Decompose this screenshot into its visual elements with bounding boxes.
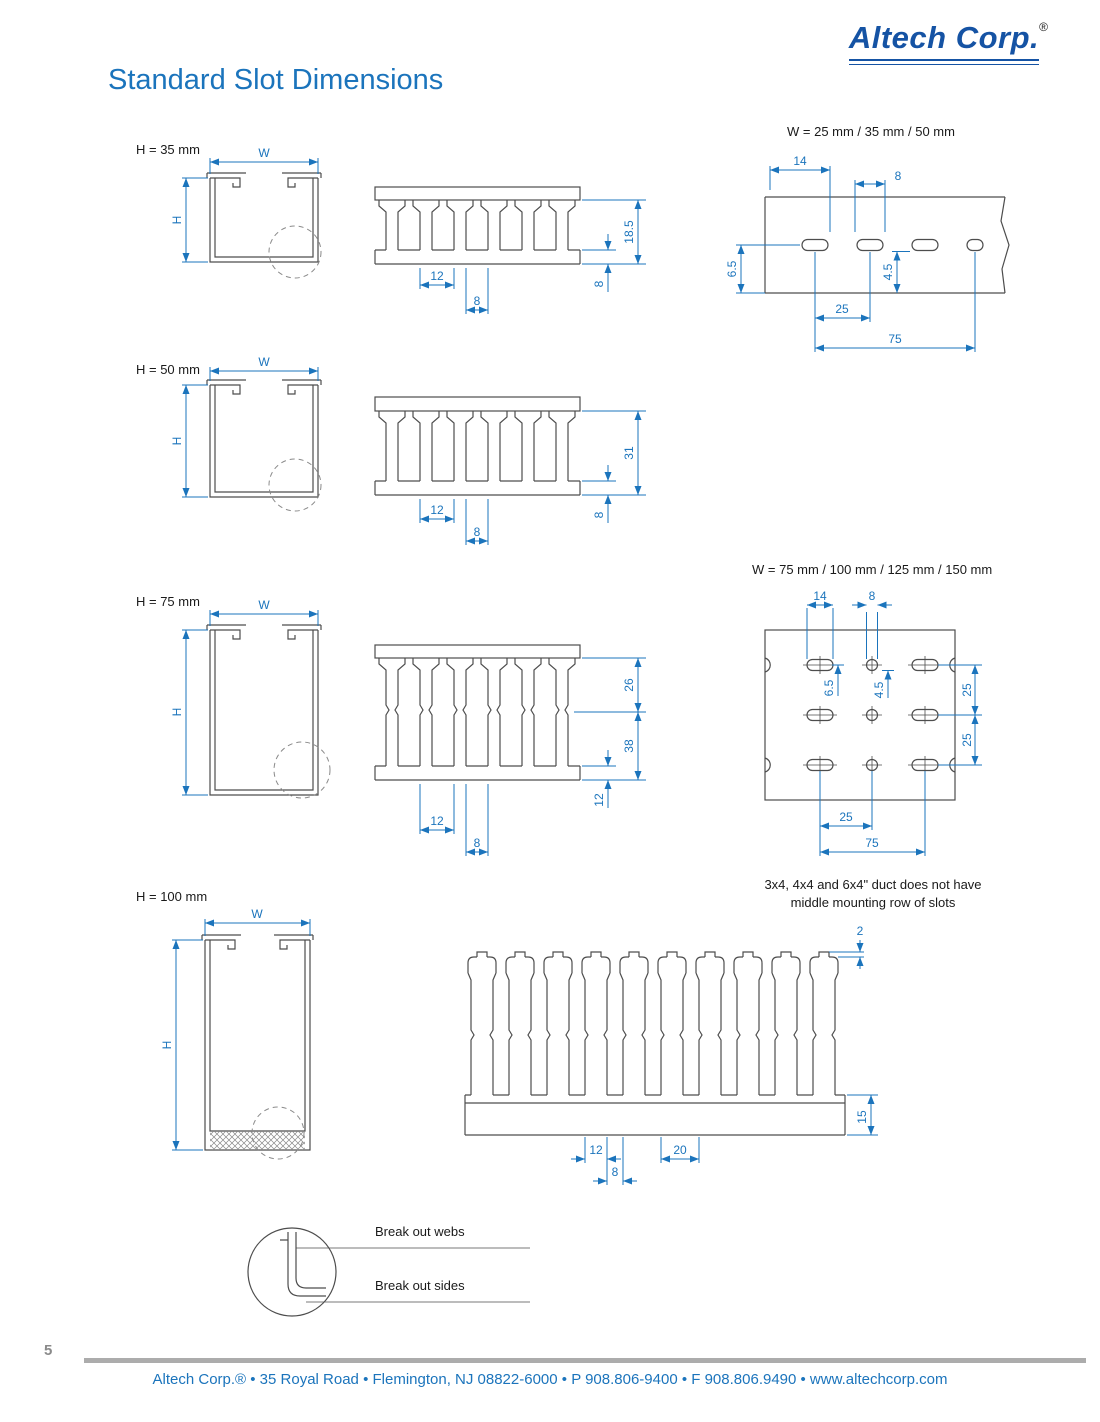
page-number: 5 bbox=[44, 1342, 53, 1359]
footer-divider bbox=[84, 1358, 1086, 1363]
dim-slot-width: 8 bbox=[474, 294, 481, 308]
svg-defs bbox=[0, 0, 1, 1]
diagram-h35: W H 18.5 8 12 8 bbox=[170, 146, 646, 314]
dim-slot-depth: 18.5 bbox=[622, 220, 636, 244]
dim-base-height: 8 bbox=[592, 511, 606, 518]
dim-slot-pitch: 12 bbox=[430, 269, 444, 283]
dim-base-height: 8 bbox=[592, 280, 606, 287]
dim-bottom-offset: 6.5 bbox=[725, 260, 739, 277]
dim-cap-lip: 2 bbox=[857, 924, 864, 938]
dim-upper-slot-depth: 26 bbox=[622, 678, 636, 692]
section-label-h35: H = 35 mm bbox=[136, 142, 200, 157]
dim-height-letter: H bbox=[170, 708, 184, 717]
section-label-h50: H = 50 mm bbox=[136, 362, 200, 377]
plate-note-line1: 3x4, 4x4 and 6x4" duct does not have bbox=[764, 877, 982, 892]
plate-note-line2: middle mounting row of slots bbox=[790, 895, 956, 910]
breakout-detail bbox=[247, 1227, 530, 1317]
diagram-mounting-rail: 14 8 6.5 4.5 25 75 bbox=[725, 154, 1010, 352]
breakout-webs-label: Break out webs bbox=[375, 1224, 465, 1239]
altech-logo-text: Altech Corp. bbox=[848, 20, 1040, 65]
dim-height-letter: H bbox=[170, 437, 184, 446]
dim-col-spacing: 25 bbox=[839, 810, 853, 824]
detail-circle bbox=[247, 1227, 337, 1317]
dim-width-letter: W bbox=[251, 907, 263, 921]
plate-dimensions: 14 8 6.5 4.5 25 25 25 75 bbox=[806, 589, 982, 856]
dim-slot-spacing: 25 bbox=[835, 302, 849, 316]
cross-section-h50: W H bbox=[170, 355, 322, 512]
dim-width-letter: W bbox=[258, 146, 270, 160]
diagram-h75: W H 26 38 12 12 8 bbox=[170, 598, 646, 856]
leader-lines bbox=[296, 1247, 530, 1303]
plate-note: 3x4, 4x4 and 6x4" duct does not have mid… bbox=[748, 876, 998, 912]
dim-offset-b: 4.5 bbox=[872, 681, 886, 698]
detail-circle bbox=[268, 458, 322, 512]
section-label-h75: H = 75 mm bbox=[136, 594, 200, 609]
dim-lower-slot-depth: 38 bbox=[622, 739, 636, 753]
front-view-h100: 2 15 12 8 20 bbox=[464, 924, 878, 1185]
hatched-base bbox=[210, 1131, 305, 1150]
detail-circle bbox=[273, 741, 331, 799]
dim-height-letter: H bbox=[160, 1041, 174, 1050]
side-view-h35: 18.5 8 12 8 bbox=[374, 186, 646, 314]
dim-offset-a: 6.5 bbox=[822, 679, 836, 696]
breakout-sides-label: Break out sides bbox=[375, 1278, 465, 1293]
dim-base-height: 15 bbox=[855, 1110, 869, 1124]
dim-web-width: 12 bbox=[589, 1143, 603, 1157]
side-view-h75: 26 38 12 12 8 bbox=[374, 644, 646, 856]
dim-base-height: 12 bbox=[592, 793, 606, 807]
dim-slot-depth: 31 bbox=[622, 446, 636, 460]
dim-slot-width: 8 bbox=[474, 525, 481, 539]
dim-slot-pitch: 12 bbox=[430, 503, 444, 517]
dim-slot-length: 8 bbox=[895, 169, 902, 183]
diagram-mounting-plate: 14 8 6.5 4.5 25 25 25 75 bbox=[764, 589, 982, 856]
dim-width-letter: W bbox=[258, 598, 270, 612]
dim-width-letter: W bbox=[258, 355, 270, 369]
dim-slot-offset: 4.5 bbox=[881, 263, 895, 280]
dim-height-letter: H bbox=[170, 216, 184, 225]
dim-slot-pitch: 20 bbox=[673, 1143, 687, 1157]
side-view-h50: 31 8 12 8 bbox=[374, 396, 646, 545]
dim-slot-pitch: 12 bbox=[430, 814, 444, 828]
dim-slot-width: 8 bbox=[474, 836, 481, 850]
dim-row-spacing-2: 25 bbox=[960, 733, 974, 747]
dim-edge-offset: 14 bbox=[813, 589, 827, 603]
section-label-h100: H = 100 mm bbox=[136, 889, 208, 904]
diagram-h50: W H 31 8 12 8 bbox=[170, 355, 646, 545]
dim-pattern-length: 75 bbox=[888, 332, 902, 346]
cross-section-h75: W H bbox=[170, 598, 331, 799]
detail-circle bbox=[251, 1106, 305, 1160]
diagram-h100: W H 2 15 12 8 20 bbox=[160, 907, 878, 1185]
dim-edge-offset: 14 bbox=[793, 154, 807, 168]
dim-slot-width: 8 bbox=[612, 1165, 619, 1179]
altech-logo: Altech Corp.® bbox=[848, 20, 1048, 65]
cross-section-h100: W H bbox=[160, 907, 314, 1160]
page-title: Standard Slot Dimensions bbox=[108, 64, 444, 96]
rail-title: W = 25 mm / 35 mm / 50 mm bbox=[787, 124, 955, 139]
dim-pattern-length: 75 bbox=[865, 836, 879, 850]
footer-contact-line: Altech Corp.® • 35 Royal Road • Flemingt… bbox=[152, 1371, 948, 1388]
registered-trademark: ® bbox=[1039, 20, 1048, 34]
plate-title: W = 75 mm / 100 mm / 125 mm / 150 mm bbox=[752, 562, 993, 577]
rail-dimensions: 14 8 6.5 4.5 25 75 bbox=[725, 154, 976, 352]
detail-circle bbox=[268, 225, 322, 279]
cross-section-h35: W H bbox=[170, 146, 322, 279]
plate-drawing bbox=[764, 629, 956, 801]
dim-slot-length: 8 bbox=[869, 589, 876, 603]
dim-row-spacing-1: 25 bbox=[960, 683, 974, 697]
